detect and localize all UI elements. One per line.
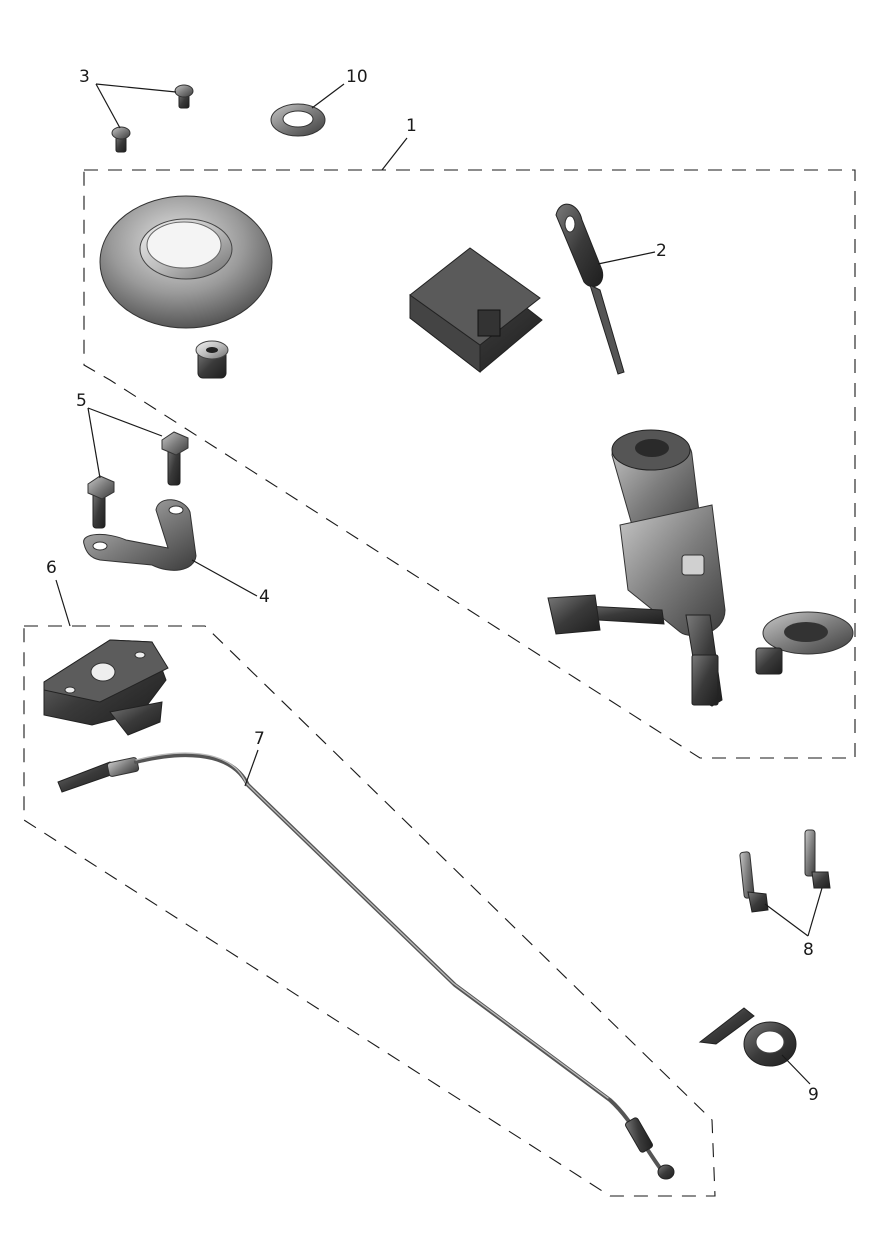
pin-part-8b [804, 829, 831, 889]
immobiliser-module [409, 247, 543, 374]
callout-7: 7 [254, 729, 265, 749]
leader-7 [244, 749, 259, 787]
fuel-cap [99, 195, 273, 329]
leader-9 [781, 1054, 811, 1085]
leader-10 [311, 83, 345, 109]
cap-lock-barrel [195, 340, 229, 379]
callout-10: 10 [346, 67, 368, 87]
callout-1: 1 [406, 116, 417, 136]
kit-1-outline [83, 169, 856, 759]
leader-1 [381, 137, 408, 171]
screw-part-3a [174, 84, 194, 109]
pin-part-8a [739, 851, 769, 913]
leader-5b [87, 407, 101, 479]
bolt-part-5a [161, 431, 189, 486]
leader-3b [95, 83, 121, 129]
callout-2: 2 [656, 241, 667, 261]
leader-8b [807, 887, 823, 937]
kit-6-outline [23, 625, 716, 1197]
leader-2 [597, 251, 656, 265]
ignition-switch-assembly [547, 429, 726, 707]
callout-5: 5 [76, 391, 87, 411]
bracket-part-4 [83, 499, 197, 571]
washer-part-10 [270, 103, 326, 137]
callout-9: 9 [808, 1085, 819, 1105]
ignition-key-part-2 [555, 203, 625, 375]
leader-6 [55, 579, 71, 627]
callout-3: 3 [79, 67, 90, 87]
leader-8a [764, 903, 809, 937]
lock-cylinder-part [755, 611, 854, 675]
leader-5a [87, 407, 163, 437]
callout-8: 8 [803, 940, 814, 960]
seat-release-cable-part-7 [57, 752, 675, 1180]
screw-part-3b [111, 126, 131, 153]
callout-6: 6 [46, 558, 57, 578]
callout-4: 4 [259, 587, 270, 607]
leader-lines [55, 83, 823, 1085]
clip-part-9 [698, 1007, 797, 1067]
leader-4 [191, 559, 258, 597]
bolt-part-5b [87, 475, 115, 529]
leader-3a [95, 83, 177, 93]
seat-latch-part-6 [43, 639, 169, 736]
